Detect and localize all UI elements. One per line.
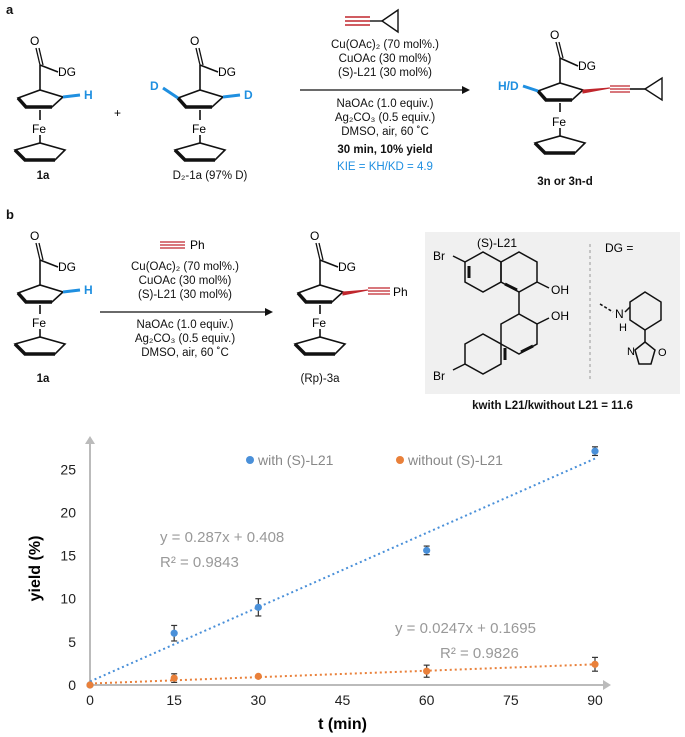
data-point xyxy=(170,629,178,637)
cyclopropyl-alkyne xyxy=(345,8,399,34)
ligand-box xyxy=(425,232,680,394)
trendline xyxy=(89,663,596,685)
svg-text:Br: Br xyxy=(433,369,445,383)
dg-structure xyxy=(599,291,662,365)
label-d2-1a: D₂-1a (97% D) xyxy=(172,170,248,182)
svg-text:O: O xyxy=(30,229,39,243)
svg-text:OH: OH xyxy=(551,309,569,323)
dg-label-2: DG xyxy=(218,65,236,79)
data-point xyxy=(170,674,178,682)
y-tick-label: 15 xyxy=(60,548,76,564)
ferrocene-3n xyxy=(522,41,663,155)
svg-text:Fe: Fe xyxy=(312,316,326,330)
fit-r2: R² = 0.9826 xyxy=(440,645,519,662)
k-ratio: kwith L21/kwithout L21 = 11.6 xyxy=(472,400,633,412)
conditions-a-bottom: NaOAc (1.0 equiv.) Ag₂CO₃ (0.5 equiv.) D… xyxy=(300,97,470,174)
panel-a-scheme: O DG H Fe + O DG D D Fe xyxy=(13,8,663,162)
y-tick-label: 25 xyxy=(60,461,76,477)
result-a: 30 min, 10% yield xyxy=(337,144,433,156)
legend-label: without (S)-L21 xyxy=(407,452,503,468)
data-point xyxy=(591,660,599,668)
svg-text:O: O xyxy=(190,34,199,48)
y-tick-label: 20 xyxy=(60,504,76,520)
svg-text:Br: Br xyxy=(433,249,445,263)
label-3a: (Rp)-3a xyxy=(300,373,340,385)
fe-label-3: Fe xyxy=(552,115,566,129)
fit-r2: R² = 0.9843 xyxy=(160,554,239,571)
svg-text:H: H xyxy=(84,283,93,297)
hd-label: H/D xyxy=(498,79,519,93)
data-point xyxy=(423,546,431,554)
svg-text:O: O xyxy=(658,347,667,359)
x-tick-label: 30 xyxy=(251,692,267,708)
svg-text:DG: DG xyxy=(58,260,76,274)
h-label-1: H xyxy=(84,88,93,102)
svg-text:OH: OH xyxy=(551,283,569,297)
conditions-b-top: Cu(OAc)₂ (70 mol%.) CuOAc (30 mol%) (S)-… xyxy=(131,261,239,301)
svg-text:Fe: Fe xyxy=(32,316,46,330)
label-1a: 1a xyxy=(36,170,50,182)
data-point xyxy=(254,672,262,680)
svg-text:H: H xyxy=(619,322,627,334)
conditions-a-top: Cu(OAc)₂ (70 mol%.) CuOAc (30 mol%) (S)-… xyxy=(331,39,439,79)
svg-text:N: N xyxy=(615,307,624,321)
d-label-right: D xyxy=(244,88,253,102)
conditions-b-bottom: NaOAc (1.0 equiv.) Ag₂CO₃ (0.5 equiv.) D… xyxy=(134,319,236,359)
x-tick-label: 60 xyxy=(419,692,435,708)
ligand-structures: Br OH OH Br (S)-L21 DG = N H N O xyxy=(433,236,667,383)
panel-a-label: a xyxy=(6,2,14,17)
fe-label-1: Fe xyxy=(32,122,46,136)
label-1a-b: 1a xyxy=(36,373,50,385)
panel-b-scheme: O DG H Fe Ph O DG Ph Fe xyxy=(13,229,408,356)
data-point xyxy=(254,603,262,611)
svg-text:DG: DG xyxy=(338,260,356,274)
ph-label: Ph xyxy=(190,238,205,252)
phenylacetylene xyxy=(160,241,185,249)
label-3n: 3n or 3n-d xyxy=(537,176,593,188)
x-tick-label: 75 xyxy=(503,692,519,708)
svg-text:O: O xyxy=(310,229,319,243)
dg-label-1: DG xyxy=(58,65,76,79)
fe-label-2: Fe xyxy=(192,122,206,136)
x-tick-label: 90 xyxy=(587,692,603,708)
ligand-title: (S)-L21 xyxy=(477,236,517,250)
ferrocene-d2-1a xyxy=(162,47,241,162)
y-axis-label: yield (%) xyxy=(27,536,44,602)
y-tick-label: 10 xyxy=(60,591,76,607)
panel-b-label: b xyxy=(6,207,14,222)
y-tick-label: 5 xyxy=(68,634,76,650)
x-axis-label: t (min) xyxy=(318,716,367,733)
carbonyl-o: O xyxy=(30,34,39,48)
trendline xyxy=(89,457,596,683)
plus-sign: + xyxy=(114,106,121,120)
svg-text:N: N xyxy=(627,346,635,358)
x-tick-label: 0 xyxy=(86,692,94,708)
ferrocene-1a-b xyxy=(13,242,81,356)
ferrocene-1a xyxy=(13,47,81,162)
ferrocene-3a xyxy=(293,242,390,356)
dg-label-3: DG xyxy=(578,59,596,73)
binol-l21 xyxy=(452,251,550,375)
legend-marker xyxy=(246,456,254,464)
fit-equation: y = 0.0247x + 0.1695 xyxy=(395,620,536,637)
y-tick-label: 0 xyxy=(68,677,76,693)
dg-equals: DG = xyxy=(605,241,633,255)
legend-marker xyxy=(396,456,404,464)
x-axis-arrow xyxy=(603,680,611,690)
data-point xyxy=(423,667,431,675)
kie-text: KIE = KH/KD = 4.9 xyxy=(337,161,433,173)
d-label-left: D xyxy=(150,79,159,93)
fit-equation: y = 0.287x + 0.408 xyxy=(160,529,284,546)
kinetics-chart: 0 15 30 45 60 75 90 0 5 10 15 20 25 t (min) yield (%) w… xyxy=(27,436,611,733)
y-axis-arrow xyxy=(85,436,95,444)
legend-label: with (S)-L21 xyxy=(257,452,334,468)
svg-text:Ph: Ph xyxy=(393,285,408,299)
data-point xyxy=(591,447,599,455)
x-tick-label: 15 xyxy=(166,692,182,708)
svg-text:O: O xyxy=(550,28,559,42)
data-point xyxy=(86,681,94,689)
x-tick-label: 45 xyxy=(335,692,351,708)
